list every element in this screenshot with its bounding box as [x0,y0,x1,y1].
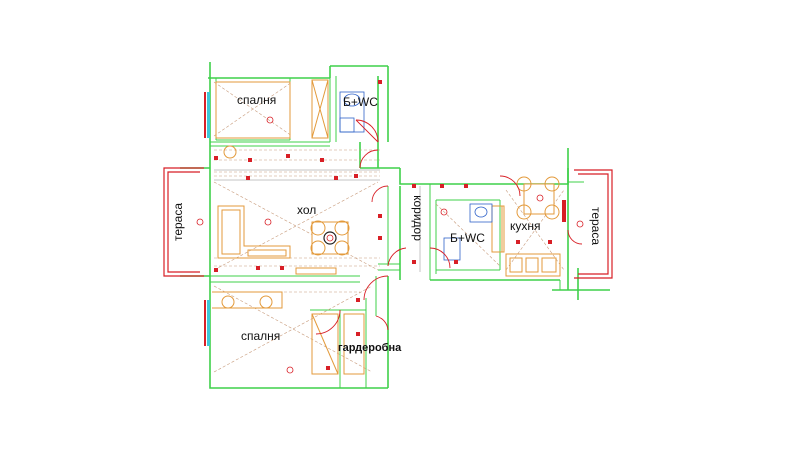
windows [204,92,566,346]
room-label-living: хол [297,203,316,217]
terrace-left [163,167,204,277]
furniture [212,79,561,375]
room-label-bath-top: Б+WC [343,95,378,109]
room-label-kitchen: кухня [510,219,541,233]
room-label-terrace-left: тераса [171,203,185,241]
terrace-right [574,169,613,279]
room-label-bath-middle: Б+WC [450,231,485,245]
room-label-corridor: коридор [411,195,425,241]
room-label-wardrobe: гардеробна [338,342,402,354]
room-label-bedroom-bottom: спалня [241,329,280,343]
room-label-bedroom-top: спалня [237,93,276,107]
doors [315,119,583,335]
bath-fixtures [339,91,493,261]
room-label-terrace-right: тераса [589,207,603,245]
electrical-markers [196,80,584,374]
